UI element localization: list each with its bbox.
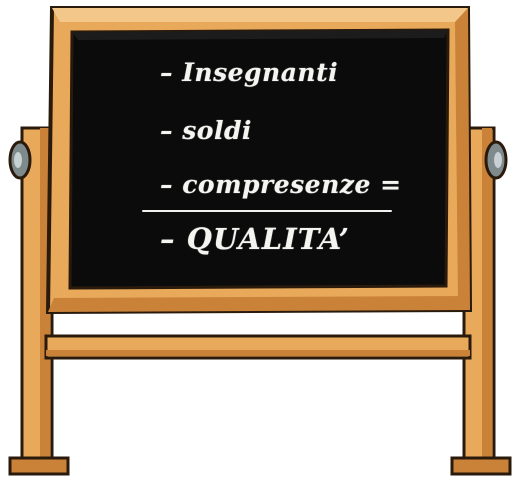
board-frame: [45, 6, 473, 315]
crossbar: [44, 334, 472, 360]
